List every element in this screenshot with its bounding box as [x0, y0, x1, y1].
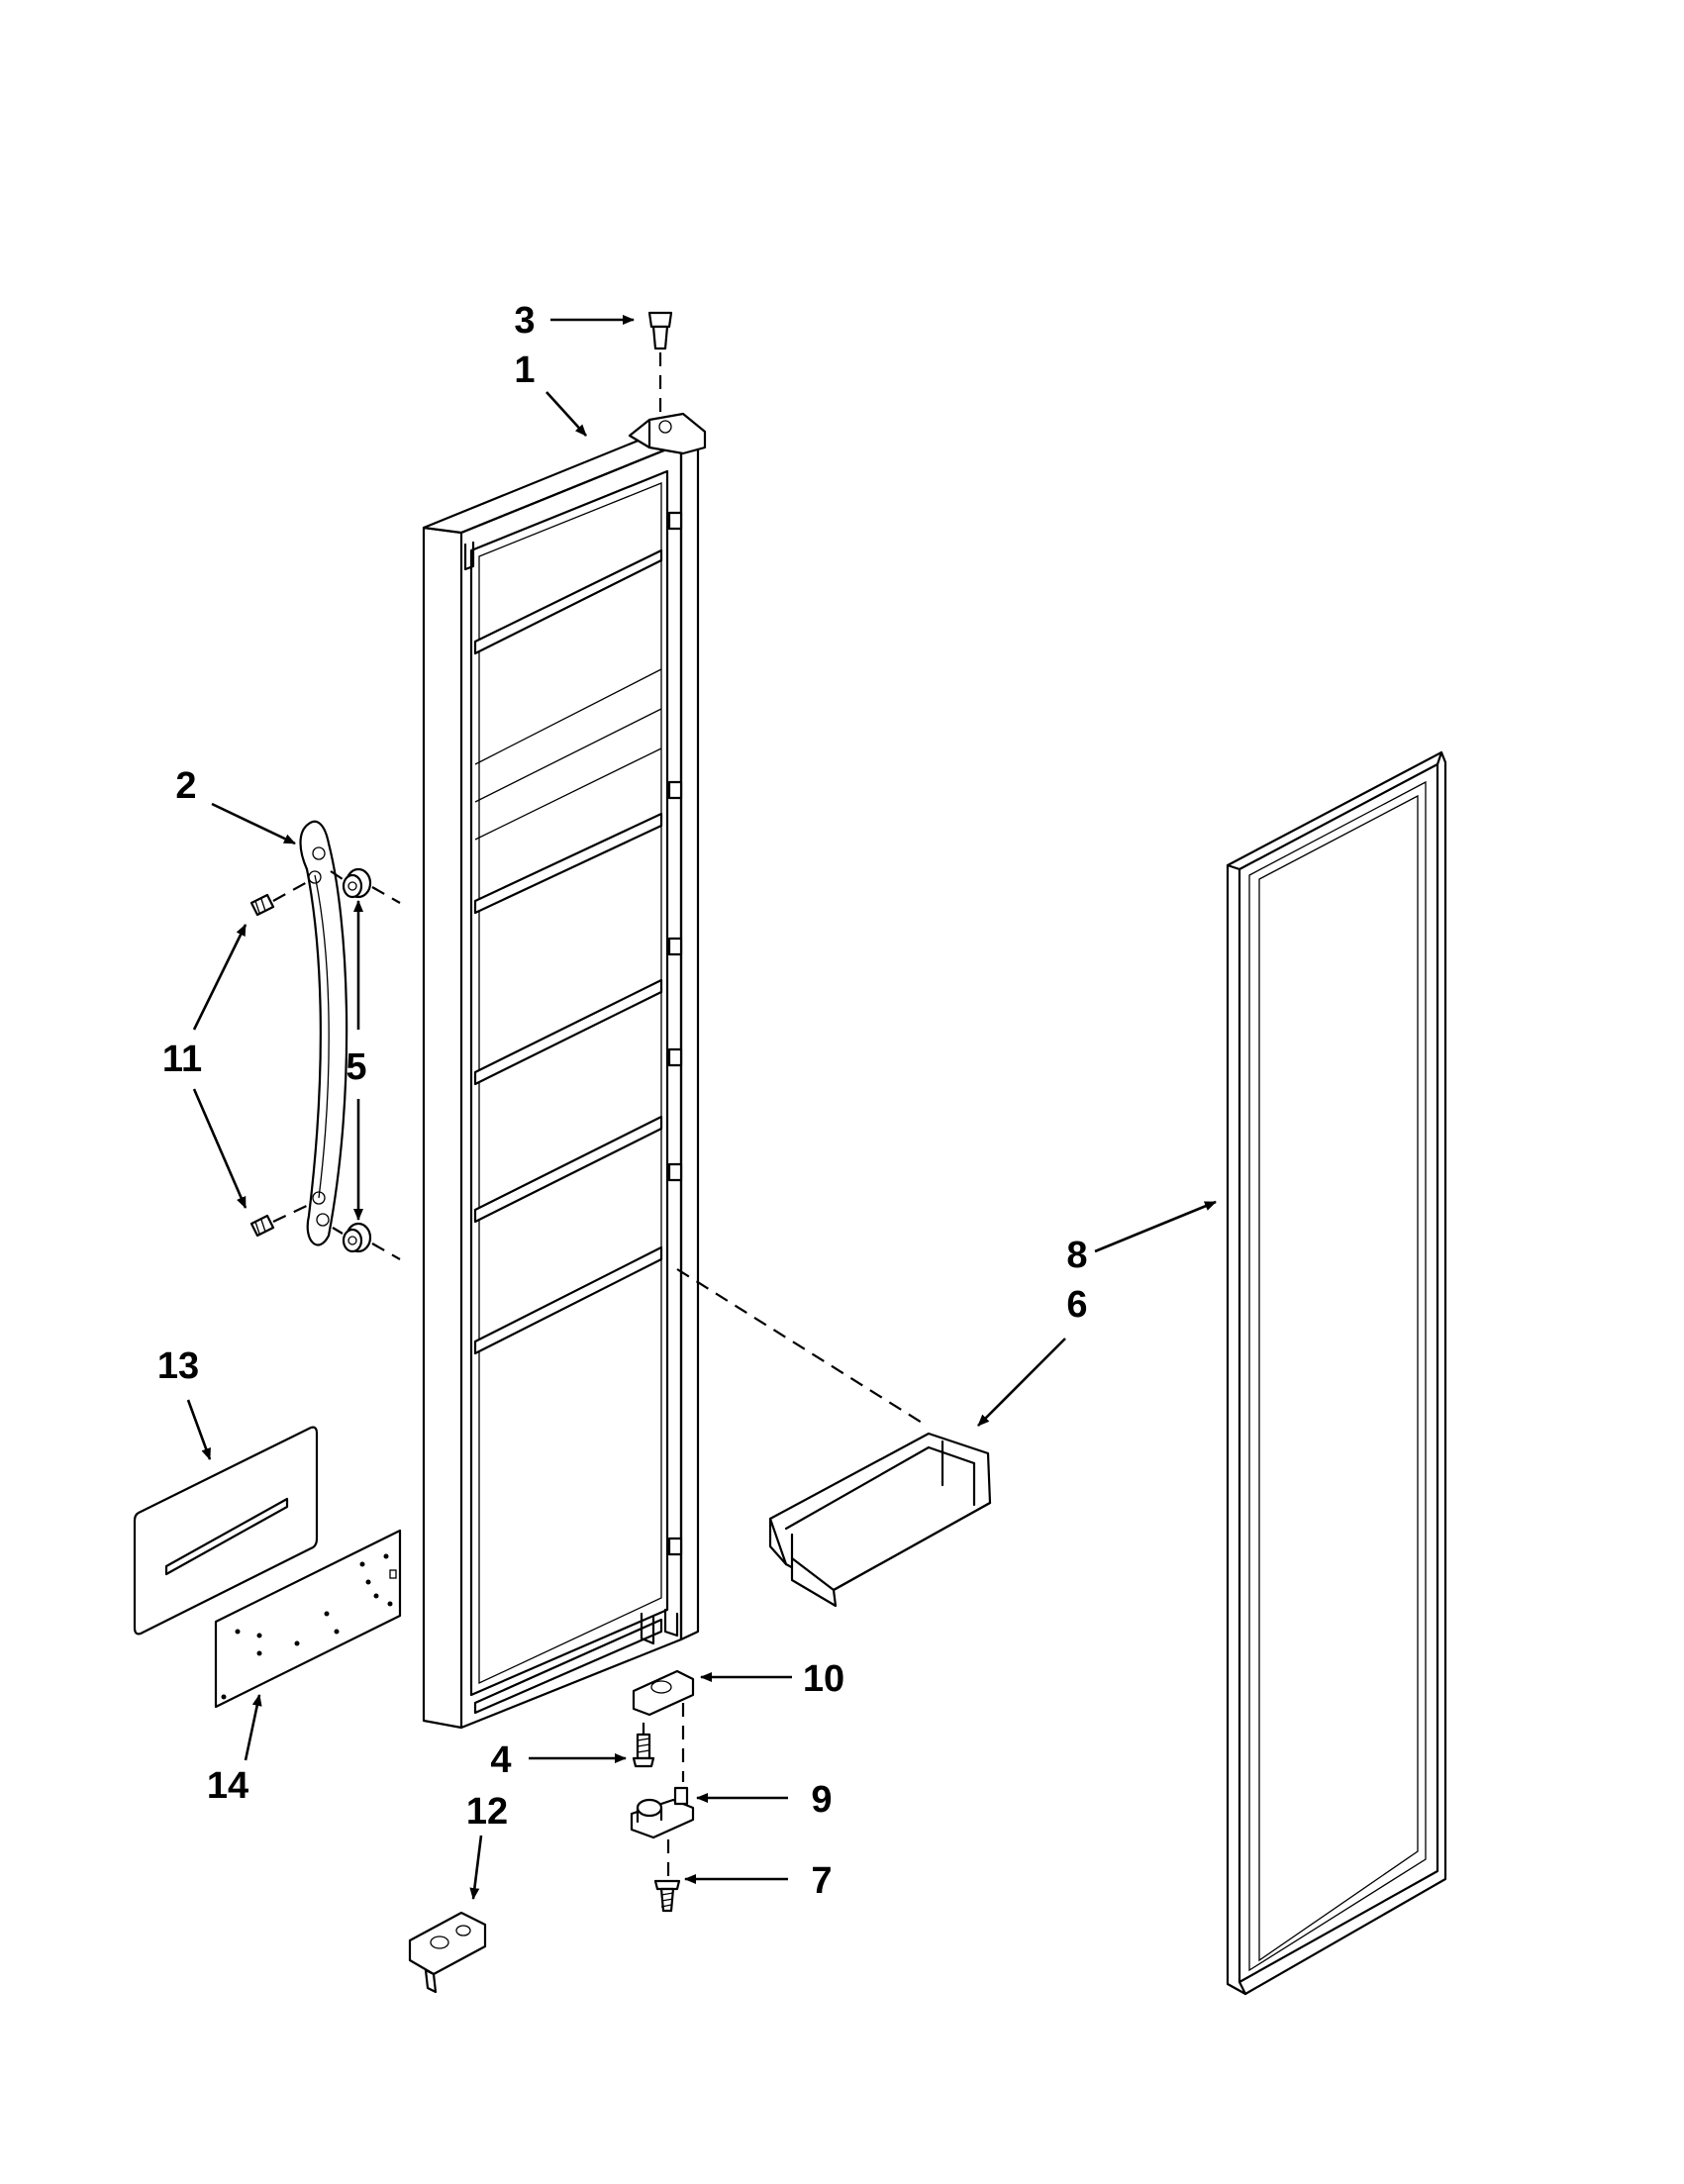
hinge-bracket: [408, 1911, 487, 1994]
hinge-bottom-screw: [653, 1879, 681, 1913]
callout-8: 8: [1066, 1235, 1087, 1276]
handle-screw-top: [249, 880, 310, 917]
control-overlay-panel: [133, 1426, 319, 1636]
callout-5: 5: [346, 1046, 366, 1088]
top-hinge-bushing: [647, 311, 673, 416]
hinge-plate: [632, 1669, 695, 1782]
callout-4: 4: [490, 1739, 511, 1781]
callout-2: 2: [175, 765, 196, 807]
door-handle: [299, 820, 348, 1246]
door-panel: [422, 412, 707, 1730]
leader-lines: [186, 315, 1217, 1900]
handle-spacer-bottom: [332, 1222, 401, 1260]
circuit-board: [214, 1529, 402, 1709]
hinge-screw: [632, 1723, 655, 1768]
door-gasket: [1226, 750, 1447, 1996]
callout-11: 11: [162, 1039, 202, 1080]
handle-spacer-top: [330, 867, 401, 904]
callout-6: 6: [1066, 1284, 1087, 1326]
callout-7: 7: [811, 1860, 832, 1902]
door-bin: [768, 1432, 992, 1608]
callout-13: 13: [157, 1345, 199, 1387]
handle-screw-bottom: [249, 1201, 316, 1238]
bottom-hinge: [630, 1786, 695, 1877]
bin-mount-line: [676, 1268, 928, 1427]
callout-12: 12: [466, 1791, 508, 1833]
callout-3: 3: [514, 300, 535, 342]
callout-10: 10: [803, 1658, 844, 1700]
callout-14: 14: [207, 1765, 248, 1807]
callout-1: 1: [514, 349, 535, 391]
callout-9: 9: [811, 1779, 832, 1821]
